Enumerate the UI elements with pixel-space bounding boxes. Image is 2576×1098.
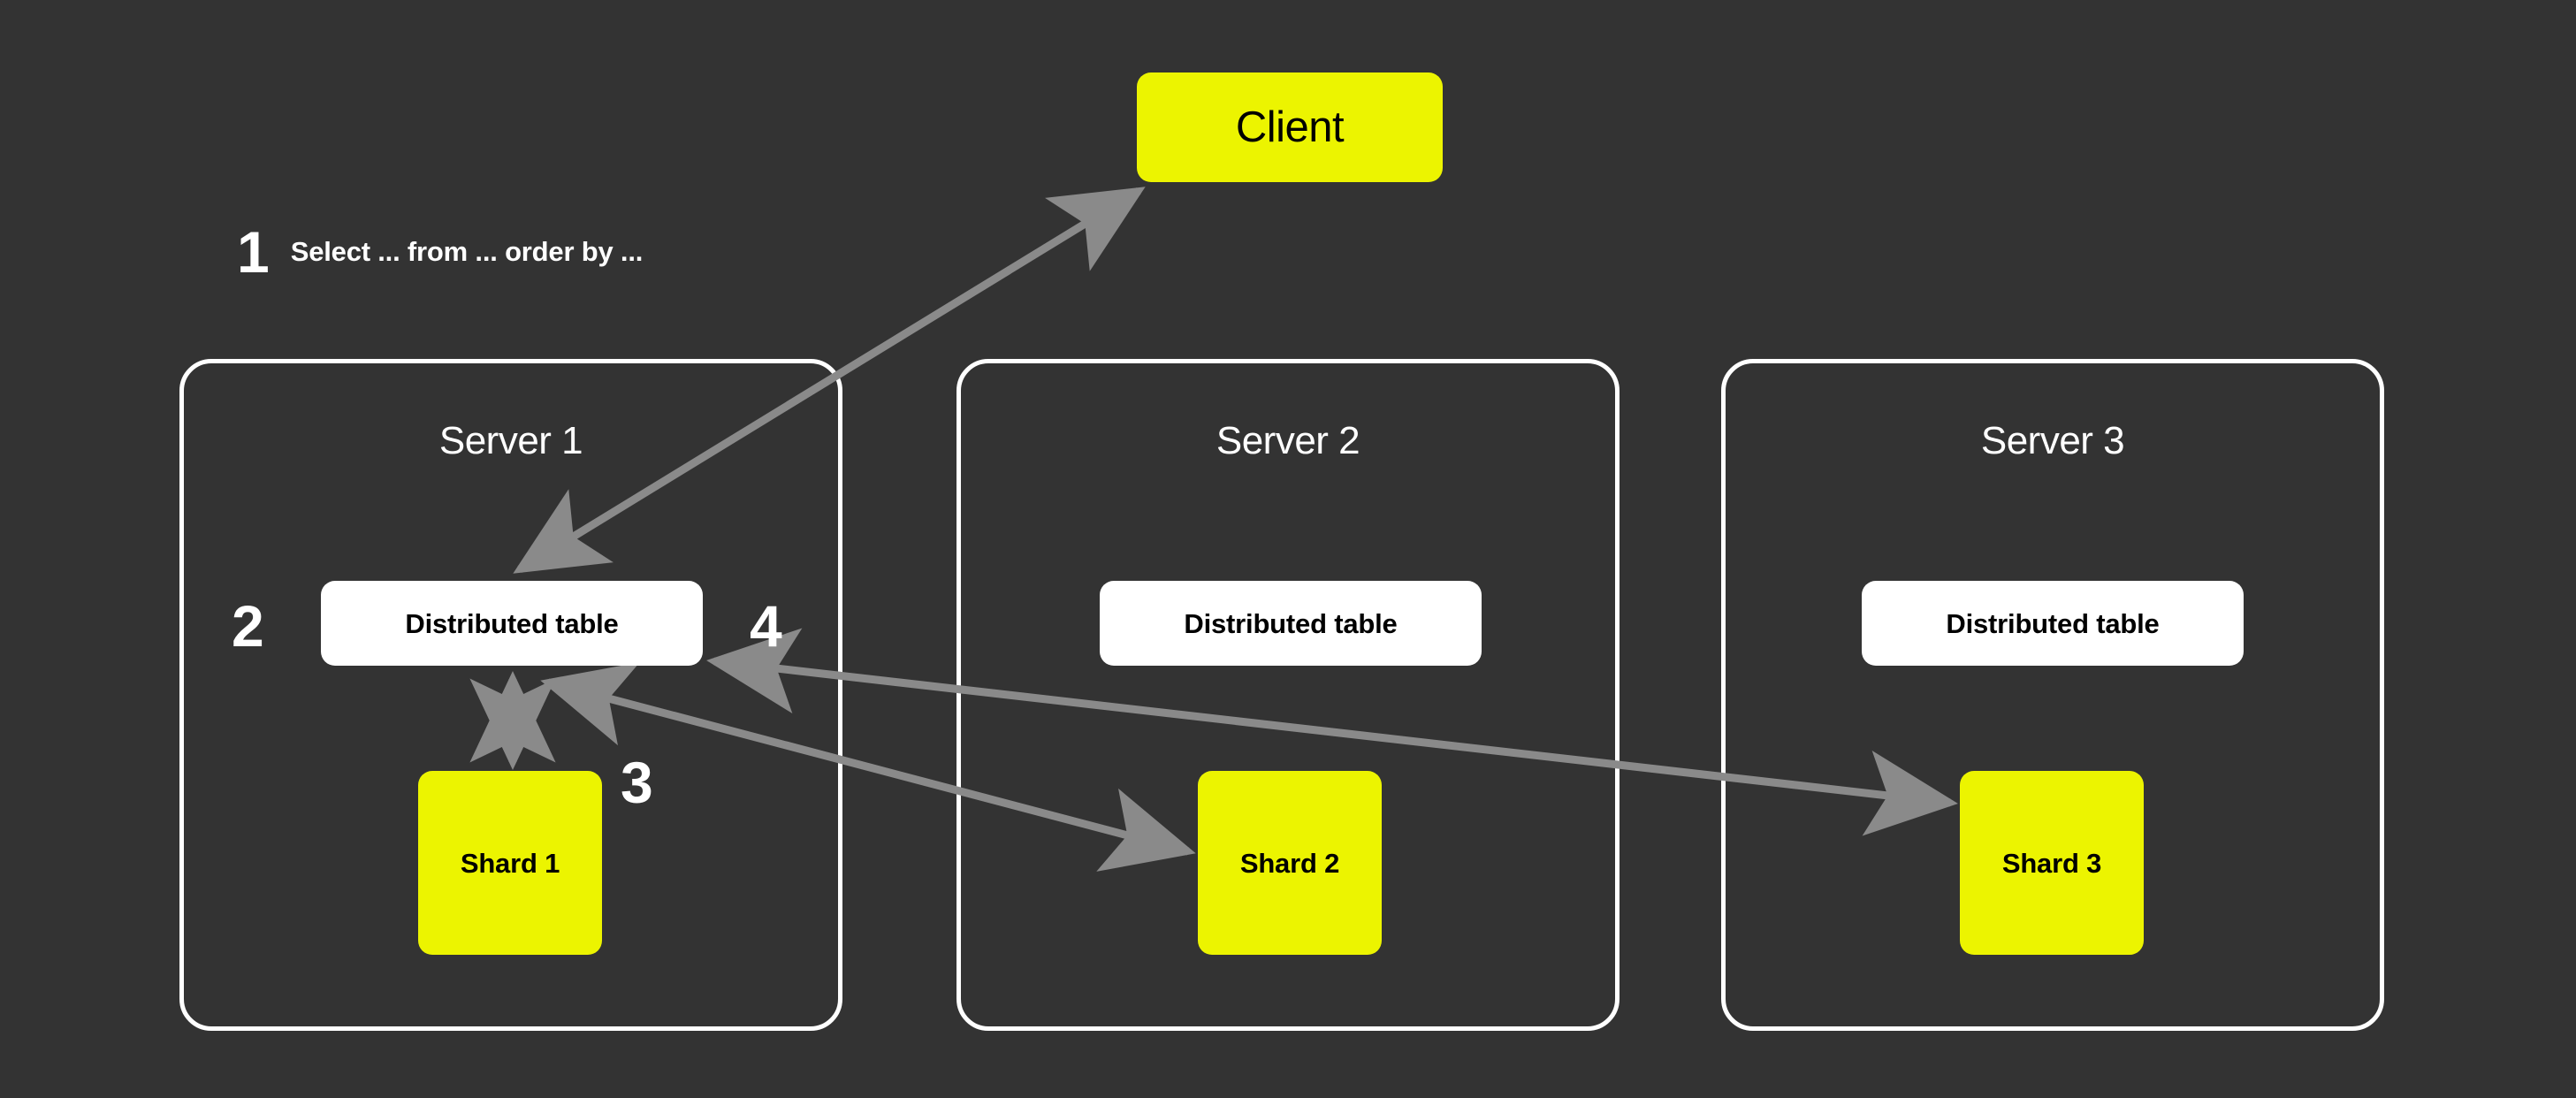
shard-2-label: Shard 2 [1239,847,1340,879]
server-1-title: Server 1 [438,419,583,462]
shard-2-node[interactable]: Shard 2 [1198,771,1382,955]
client-node[interactable]: Client [1137,72,1443,182]
distributed-table-node-server-2[interactable]: Distributed table [1100,581,1482,666]
step-2-number: 2 [232,593,264,659]
step-3-number: 3 [621,750,653,815]
step-1-annotation: 1 Select ... from ... order by ... [237,223,643,281]
shard-1-label: Shard 1 [460,847,560,879]
distributed-table-label-server-1: Distributed table [405,607,619,639]
step-4-number: 4 [750,593,782,659]
distributed-table-node-server-3[interactable]: Distributed table [1862,581,2244,666]
step-1-query-text: Select ... from ... order by ... [290,236,644,267]
step-1-number: 1 [237,219,270,285]
shard-1-node[interactable]: Shard 1 [418,771,602,955]
client-label: Client [1235,103,1345,151]
shard-3-label: Shard 3 [2001,847,2102,879]
distributed-table-node-server-1[interactable]: Distributed table [321,581,703,666]
server-2-title: Server 2 [1216,419,1360,462]
shard-3-node[interactable]: Shard 3 [1960,771,2144,955]
distributed-table-label-server-2: Distributed table [1184,607,1398,639]
distributed-table-label-server-3: Distributed table [1946,607,2160,639]
server-3-title: Server 3 [1980,419,2125,462]
